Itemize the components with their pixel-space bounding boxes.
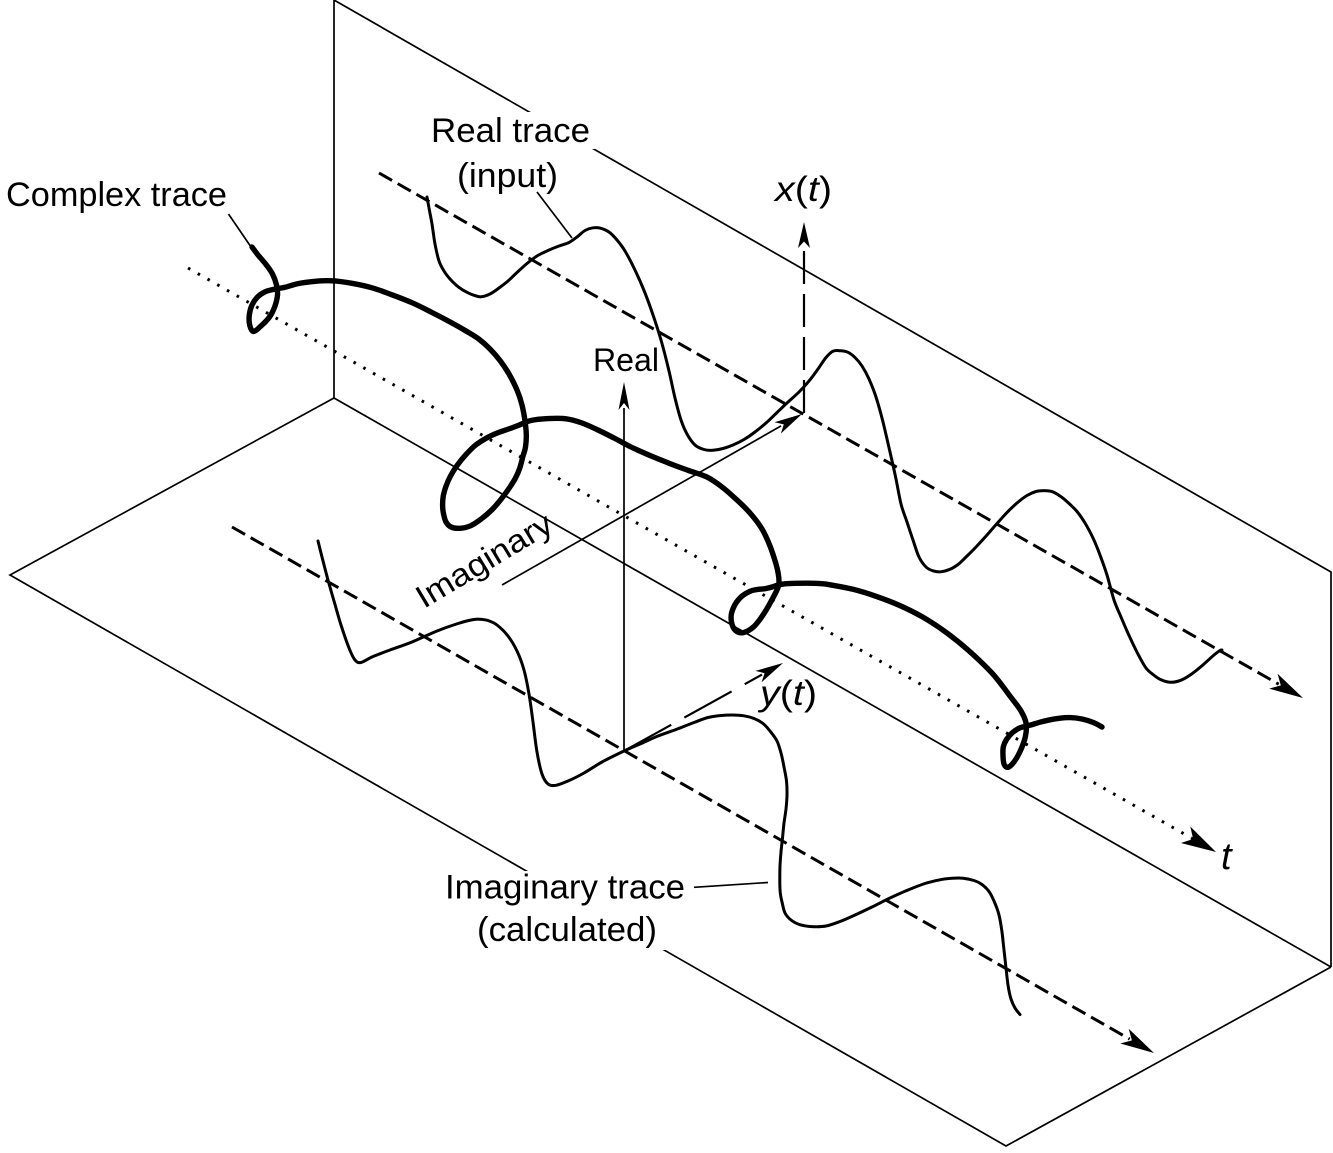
svg-text:y(t): y(t): [758, 674, 817, 713]
svg-text:(input): (input): [457, 157, 558, 195]
svg-text:t: t: [1221, 836, 1233, 878]
svg-text:Imaginary trace: Imaginary trace: [445, 869, 685, 907]
svg-text:Complex trace: Complex trace: [6, 176, 227, 214]
svg-text:Real: Real: [593, 342, 659, 378]
svg-text:x(t): x(t): [773, 170, 832, 209]
svg-text:Real trace: Real trace: [431, 112, 590, 150]
svg-text:(calculated): (calculated): [477, 911, 657, 949]
